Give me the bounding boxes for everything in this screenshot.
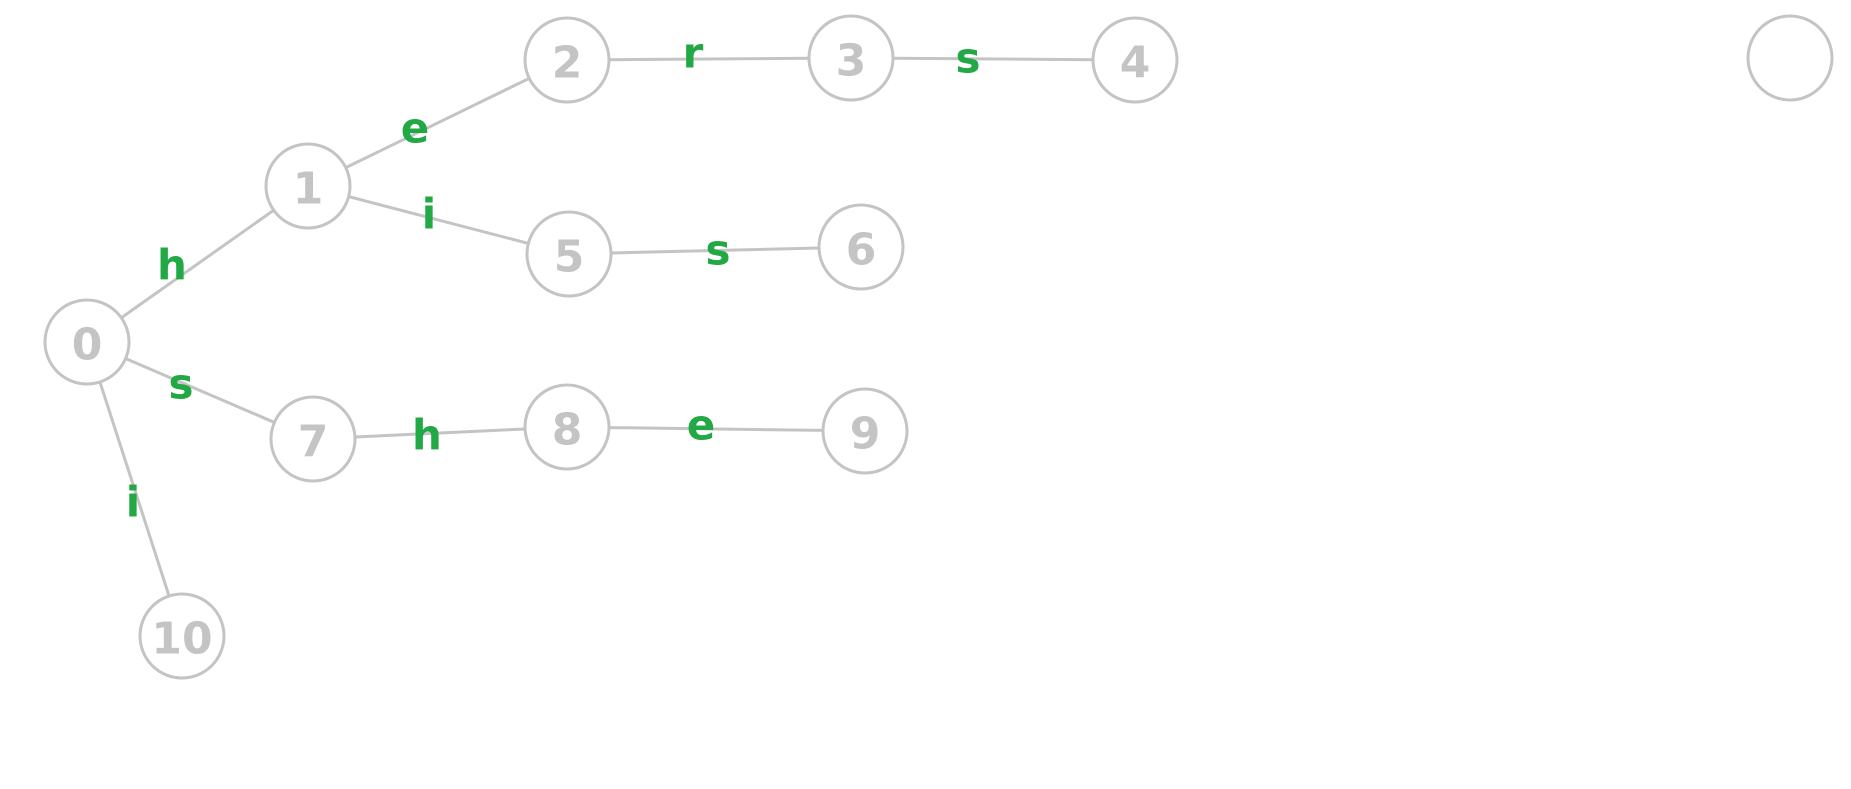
trie-node-n4: 4	[1091, 16, 1179, 104]
trie-node-n-empty	[1746, 14, 1834, 102]
trie-node-n6: 6	[817, 203, 905, 291]
edge-label-n0-n1: h	[157, 241, 187, 290]
node-label: 0	[72, 320, 103, 371]
node-circle	[525, 210, 613, 298]
edge-label-n7-n8: h	[412, 411, 442, 460]
edge-label-n0-n10: i	[126, 478, 140, 527]
edge-n8-n9	[608, 426, 824, 432]
edge-n0-n10	[98, 381, 171, 597]
trie-node-n3: 3	[807, 14, 895, 102]
trie-node-n10: 10	[138, 592, 226, 680]
trie-node-n9: 9	[821, 387, 909, 475]
edge-n1-n5	[348, 195, 529, 245]
edge-label-n1-n2: e	[401, 104, 430, 153]
edges-layer	[98, 56, 1094, 597]
node-circle	[269, 395, 357, 483]
node-label: 7	[298, 417, 329, 468]
edge-n0-n1	[120, 208, 275, 320]
edge-n0-n7	[125, 357, 275, 424]
node-circle	[1746, 14, 1834, 102]
edge-n2-n3	[608, 56, 810, 62]
edge-n3-n4	[892, 56, 1094, 62]
node-label: 9	[850, 409, 881, 460]
node-circle	[523, 383, 611, 471]
node-circle	[1091, 16, 1179, 104]
node-label: 1	[293, 164, 324, 215]
trie-node-n8: 8	[523, 383, 611, 471]
node-circle	[807, 14, 895, 102]
node-circle	[817, 203, 905, 291]
edge-n7-n8	[354, 427, 526, 439]
edge-n5-n6	[610, 246, 820, 255]
node-circle	[821, 387, 909, 475]
edge-label-n5-n6: s	[706, 226, 731, 275]
node-label: 2	[552, 38, 583, 89]
node-circle	[43, 298, 131, 386]
edge-label-n2-n3: r	[683, 29, 704, 78]
trie-node-n0: 0	[43, 298, 131, 386]
node-label: 3	[836, 36, 867, 87]
trie-node-n2: 2	[523, 16, 611, 104]
node-label: 10	[151, 614, 212, 665]
node-circle	[523, 16, 611, 104]
edge-label-n0-n7: s	[169, 360, 194, 409]
node-circle	[138, 592, 226, 680]
trie-node-n1: 1	[264, 142, 352, 230]
node-label: 6	[846, 225, 877, 276]
node-label: 8	[552, 405, 583, 456]
edge-label-n8-n9: e	[687, 401, 716, 450]
edge-label-n3-n4: s	[956, 34, 981, 83]
node-circle	[264, 142, 352, 230]
edge-n1-n2	[345, 77, 530, 169]
node-label: 4	[1120, 38, 1151, 89]
trie-node-n7: 7	[269, 395, 357, 483]
trie-node-n5: 5	[525, 210, 613, 298]
nodes-layer: 0 1 2 3 4 5 6 7 8 9 10	[43, 14, 1834, 680]
edge-label-n1-n5: i	[422, 190, 436, 239]
node-label: 5	[554, 232, 585, 283]
